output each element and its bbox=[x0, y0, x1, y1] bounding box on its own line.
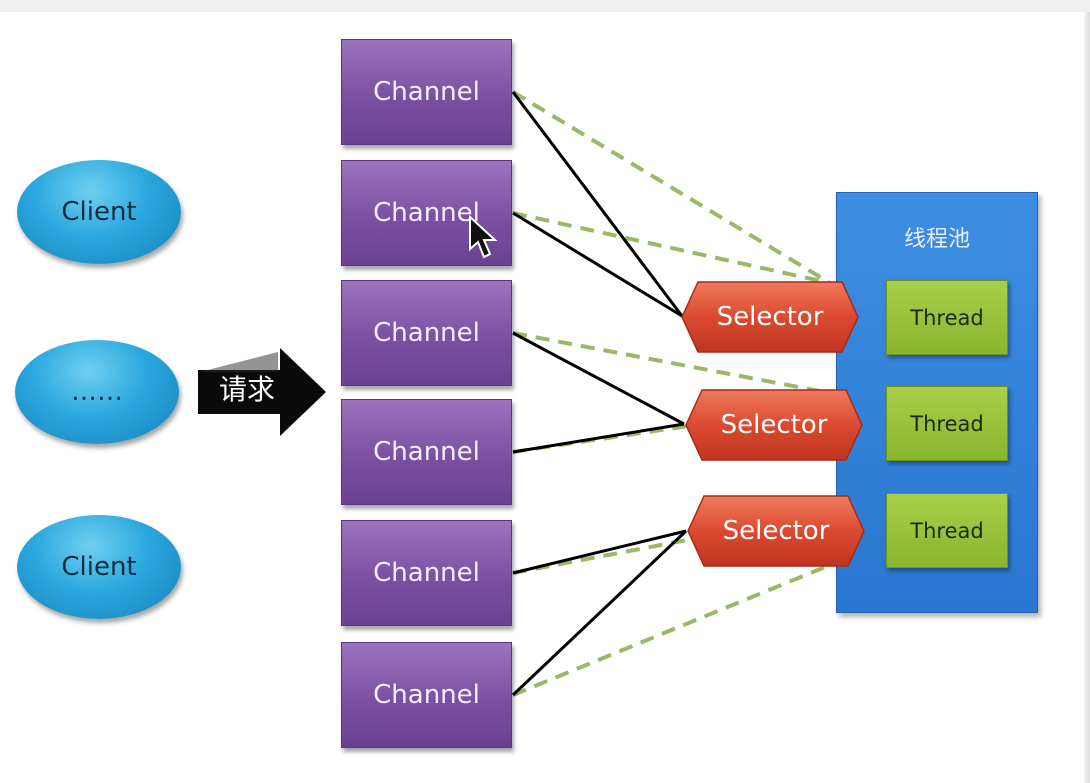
channel-label: Channel bbox=[373, 558, 480, 588]
client-label: …… bbox=[71, 377, 123, 407]
channel-box: Channel bbox=[341, 642, 512, 748]
thread-box: Thread bbox=[886, 386, 1008, 461]
channel-label: Channel bbox=[373, 77, 480, 107]
selector-node: Selector bbox=[684, 388, 864, 462]
selector-label: Selector bbox=[720, 410, 828, 440]
solid-line bbox=[512, 529, 687, 575]
client-label: Client bbox=[61, 197, 137, 227]
thread-label: Thread bbox=[910, 305, 984, 330]
top-bar bbox=[0, 0, 1090, 12]
solid-line bbox=[512, 331, 685, 426]
dashed-line bbox=[511, 90, 832, 285]
channel-label: Channel bbox=[373, 318, 480, 348]
selector-label: Selector bbox=[722, 516, 830, 546]
thread-label: Thread bbox=[910, 518, 984, 543]
solid-line bbox=[511, 529, 688, 697]
channel-label: Channel bbox=[373, 680, 480, 710]
solid-line bbox=[512, 422, 685, 454]
thread-box: Thread bbox=[886, 280, 1008, 355]
channel-box: Channel bbox=[341, 39, 512, 145]
mouse-cursor-icon bbox=[469, 215, 498, 259]
thread-pool-title: 线程池 bbox=[903, 227, 970, 252]
client-node: Client bbox=[17, 160, 181, 264]
channel-label: Channel bbox=[373, 437, 480, 467]
request-arrow bbox=[198, 348, 326, 436]
selector-label: Selector bbox=[716, 302, 824, 332]
thread-label: Thread bbox=[910, 411, 984, 436]
channel-label: Channel bbox=[373, 198, 480, 228]
client-ellipsis-node: …… bbox=[15, 340, 179, 444]
selector-node: Selector bbox=[680, 280, 860, 354]
channel-box: Channel bbox=[341, 280, 512, 386]
channel-box: Channel bbox=[341, 520, 512, 626]
solid-line bbox=[512, 211, 683, 318]
request-label: 请求 bbox=[219, 373, 276, 406]
selector-node: Selector bbox=[686, 494, 866, 568]
right-edge bbox=[1084, 12, 1090, 783]
channel-box: Channel bbox=[341, 160, 512, 266]
channel-box: Channel bbox=[341, 399, 512, 505]
solid-line bbox=[511, 91, 684, 317]
dashed-line bbox=[512, 331, 831, 395]
thread-box: Thread bbox=[886, 493, 1008, 568]
solid-lines bbox=[511, 91, 688, 697]
client-label: Client bbox=[61, 552, 137, 582]
client-node: Client bbox=[17, 515, 181, 619]
dashed-line bbox=[512, 211, 831, 285]
dashed-line bbox=[512, 563, 831, 697]
